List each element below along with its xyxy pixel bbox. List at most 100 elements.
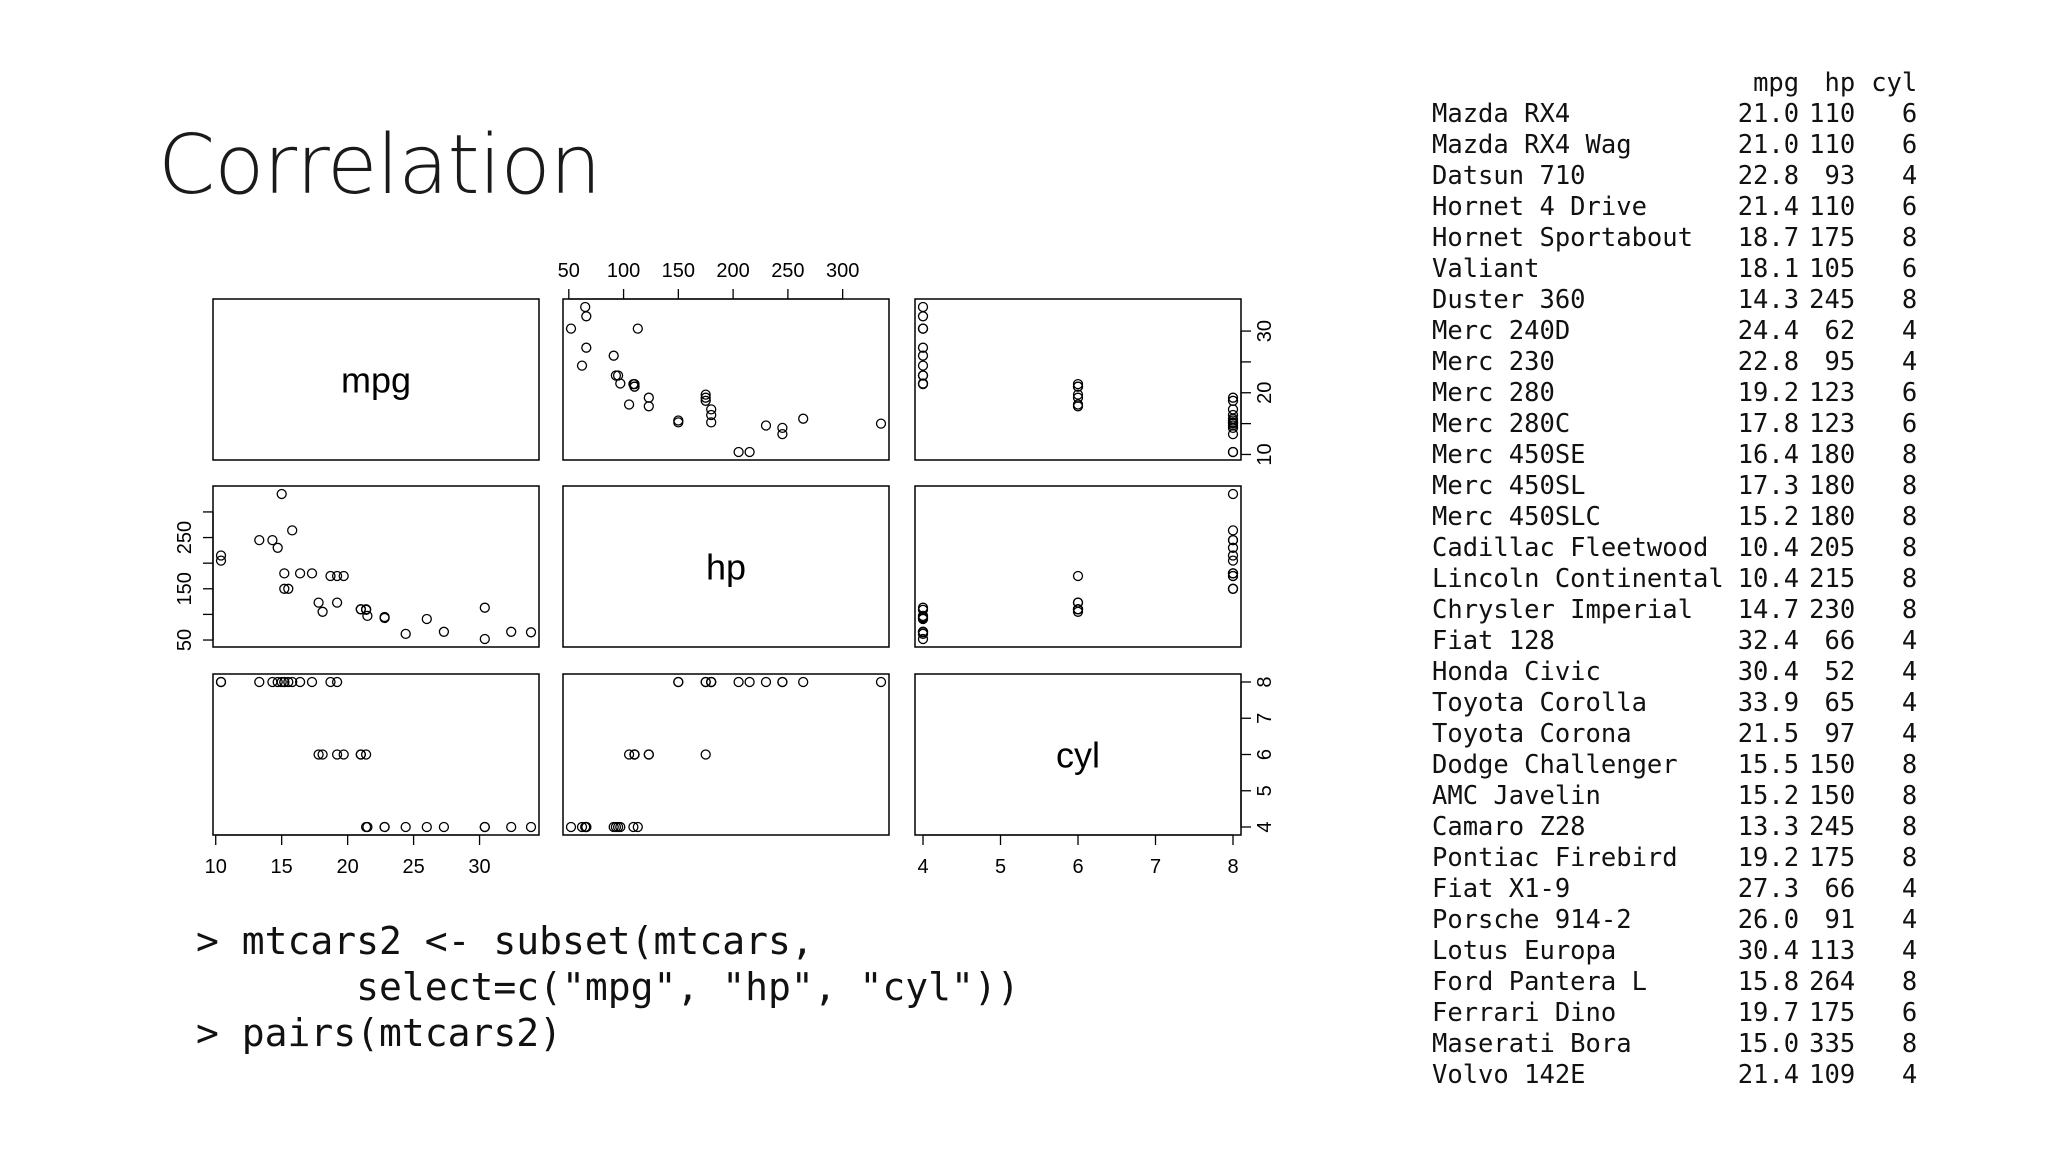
row-name: Pontiac Firebird	[1432, 843, 1678, 873]
cell-hp: 93	[1824, 161, 1856, 191]
cell-cyl: 8	[1901, 812, 1918, 842]
cell-mpg: 19.7	[1737, 998, 1800, 1028]
cell-cyl: 8	[1901, 781, 1918, 811]
diagonal-label-cyl: cyl	[1056, 735, 1100, 776]
cell-mpg: 27.3	[1737, 874, 1800, 904]
point-cyl-vs-hp	[733, 676, 744, 688]
column-header-cyl: cyl	[1871, 68, 1918, 98]
row-name: Fiat X1-9	[1432, 874, 1571, 904]
column-header-mpg: mpg	[1753, 68, 1800, 98]
row-name: Porsche 914-2	[1432, 905, 1632, 935]
point-hp-vs-cyl	[917, 604, 929, 615]
table-header-row: mpg hp cyl	[1432, 68, 1917, 99]
cell-hp: 113	[1809, 936, 1856, 966]
cell-mpg: 15.5	[1737, 750, 1800, 780]
cell-hp: 105	[1809, 254, 1856, 284]
cell-cyl: 4	[1901, 161, 1918, 191]
point-mpg-vs-cyl	[1227, 446, 1239, 458]
point-mpg-vs-cyl	[917, 323, 929, 334]
row-name: Mazda RX4	[1432, 99, 1571, 129]
code-line-1: > mtcars2 <- subset(mtcars,	[196, 919, 814, 963]
point-cyl-vs-mpg	[272, 676, 283, 688]
cell-hp: 180	[1809, 471, 1856, 501]
row-name: Lincoln Continental	[1432, 564, 1724, 594]
tick-label-cyl-right: 8	[1254, 676, 1276, 687]
point-cyl-vs-hp	[615, 821, 626, 833]
cell-cyl: 6	[1901, 99, 1918, 129]
cell-mpg: 15.0	[1737, 1029, 1800, 1059]
cell-hp: 66	[1824, 874, 1856, 904]
point-mpg-vs-cyl	[1227, 428, 1239, 440]
cell-mpg: 33.9	[1737, 688, 1800, 718]
cell-mpg: 18.1	[1737, 254, 1800, 284]
cell-mpg: 14.7	[1737, 595, 1800, 625]
point-hp-vs-mpg	[331, 570, 343, 582]
point-hp-vs-mpg	[283, 583, 294, 594]
point-cyl-vs-mpg	[306, 676, 318, 688]
row-name: Maserati Bora	[1432, 1029, 1632, 1059]
point-mpg-vs-cyl	[1072, 378, 1084, 390]
cell-mpg: 30.4	[1737, 657, 1800, 687]
row-name: Merc 450SL	[1432, 471, 1586, 501]
point-mpg-vs-cyl	[1227, 418, 1239, 429]
row-name: Datsun 710	[1432, 161, 1586, 191]
point-cyl-vs-mpg	[331, 676, 343, 688]
row-name: Dodge Challenger	[1432, 750, 1678, 780]
point-cyl-vs-mpg	[355, 749, 366, 760]
point-cyl-vs-hp	[632, 821, 643, 833]
tick-label-hp-left: 150	[174, 572, 196, 605]
point-mpg-vs-hp	[733, 446, 744, 458]
cell-cyl: 4	[1901, 905, 1918, 935]
point-cyl-vs-hp	[700, 676, 711, 688]
row-name: AMC Javelin	[1432, 781, 1601, 811]
point-cyl-vs-mpg	[525, 821, 537, 833]
cell-hp: 65	[1824, 688, 1856, 718]
point-mpg-vs-hp	[706, 417, 717, 428]
cell-cyl: 8	[1901, 843, 1918, 873]
row-name: Merc 280	[1432, 378, 1555, 408]
row-name: Cadillac Fleetwood	[1432, 533, 1709, 563]
point-mpg-vs-cyl	[917, 301, 929, 313]
panel-mpg-mpg	[212, 298, 540, 461]
point-hp-vs-mpg	[362, 610, 373, 622]
point-cyl-vs-mpg	[379, 821, 390, 833]
point-hp-vs-mpg	[272, 542, 283, 553]
cell-mpg: 17.3	[1737, 471, 1800, 501]
row-name: Honda Civic	[1432, 657, 1601, 687]
point-hp-vs-cyl	[1227, 583, 1239, 594]
point-hp-vs-cyl	[1227, 488, 1239, 500]
point-hp-vs-cyl	[917, 610, 929, 622]
point-cyl-vs-hp	[798, 676, 809, 688]
cell-hp: 180	[1809, 440, 1856, 470]
point-mpg-vs-hp	[608, 350, 619, 361]
point-mpg-vs-hp	[875, 418, 887, 429]
point-cyl-vs-mpg	[360, 821, 372, 833]
point-hp-vs-cyl	[1072, 597, 1084, 608]
point-cyl-vs-mpg	[421, 821, 432, 833]
cell-cyl: 6	[1901, 192, 1918, 222]
point-hp-vs-cyl	[917, 626, 929, 637]
cell-mpg: 21.0	[1737, 130, 1800, 160]
point-cyl-vs-mpg	[215, 676, 227, 688]
cell-mpg: 19.2	[1737, 378, 1800, 408]
point-mpg-vs-hp	[632, 323, 643, 334]
point-cyl-vs-hp	[875, 676, 887, 688]
cell-hp: 215	[1809, 564, 1856, 594]
point-cyl-vs-mpg	[317, 749, 328, 760]
point-cyl-vs-mpg	[438, 821, 450, 833]
point-mpg-vs-hp	[673, 417, 684, 428]
cell-mpg: 22.8	[1737, 161, 1800, 191]
point-cyl-vs-hp	[673, 676, 684, 688]
